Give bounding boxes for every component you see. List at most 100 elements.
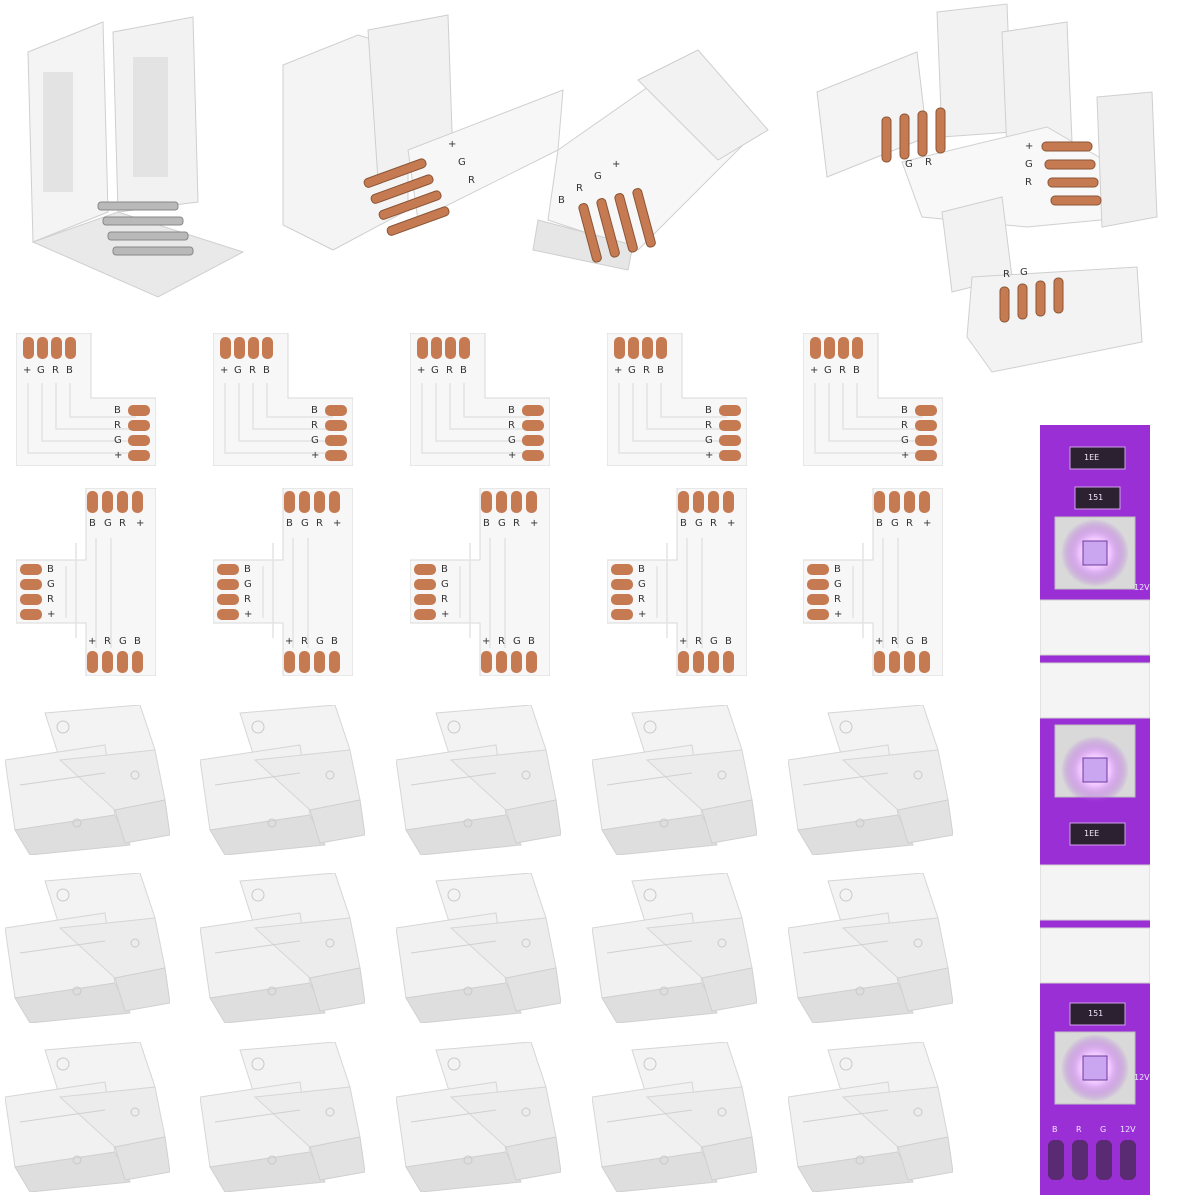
l-pcb-label-b2: B [114, 405, 121, 416]
l-pcb-shape [803, 333, 943, 466]
t-pcb-label-g: G [891, 518, 899, 529]
led-resistor-label-b: 151 [1088, 493, 1104, 502]
l-pcb-label-g2: G [508, 435, 516, 446]
t-pcb-label-r: R [906, 518, 913, 529]
t-pcb-label-plus3: + [482, 636, 491, 647]
l-pcb-label-g: G [37, 365, 45, 376]
l-pcb-label-plus2: + [311, 450, 320, 461]
l-pcb-label-g: G [628, 365, 636, 376]
l-pcb-shape [213, 333, 353, 466]
l-pcb-label-g: G [234, 365, 242, 376]
t-pcb-shape [803, 488, 943, 676]
clip-connector [200, 873, 365, 1023]
t-pcb-label-plus: + [136, 518, 145, 529]
t-pcb-label-r2: R [638, 594, 645, 605]
t-pcb-shape [213, 488, 353, 676]
t-pcb-label-g3: G [906, 636, 914, 647]
t-pcb-label-b: B [876, 518, 883, 529]
t-pcb-label-b2: B [834, 564, 841, 575]
t-pcb-shape [607, 488, 747, 676]
led-pin-b: B [1052, 1125, 1058, 1134]
t-clip-label-g-2: G [1025, 159, 1033, 170]
clip-connector [396, 705, 561, 855]
t-pcb-label-plus3: + [875, 636, 884, 647]
l-pcb-label-plus: + [614, 365, 623, 376]
clip-connector [5, 705, 170, 855]
l-pcb-label-r: R [839, 365, 846, 376]
t-pcb-label-g3: G [316, 636, 324, 647]
t-pcb-label-g2: G [638, 579, 646, 590]
l-pcb-label-r: R [643, 365, 650, 376]
l-pcb-label-r: R [52, 365, 59, 376]
l-pcb-label-r2: R [114, 420, 121, 431]
t-pcb-label-plus: + [727, 518, 736, 529]
l-pcb-label-r2: R [705, 420, 712, 431]
t-pcb-label-g2: G [441, 579, 449, 590]
l-pcb-label-r: R [249, 365, 256, 376]
led-voltage-label: 12V [1134, 583, 1150, 592]
l-pcb-board: + G R B B R G + [213, 333, 353, 466]
led-resistor-label-a: 1EE [1084, 453, 1100, 462]
t-pcb-label-b3: B [331, 636, 338, 647]
l-pcb-label-b: B [66, 365, 73, 376]
clip-connector [592, 705, 757, 855]
l-pcb-label-plus2: + [508, 450, 517, 461]
led-pin-r: R [1076, 1125, 1082, 1134]
t-pcb-label-plus: + [923, 518, 932, 529]
t-clip-label-r-2: R [1025, 177, 1032, 188]
t-pcb-label-g: G [104, 518, 112, 529]
t-pcb-label-b: B [89, 518, 96, 529]
t-pcb-label-plus2: + [47, 609, 56, 620]
t-pcb-label-r2: R [441, 594, 448, 605]
led-voltage-label-2: 12V [1134, 1073, 1150, 1082]
straight-clip-connector [27, 16, 245, 298]
clip-connector [788, 705, 953, 855]
l-pcb-label-b2: B [705, 405, 712, 416]
l-clip-label-g: G [458, 157, 466, 168]
led-strip: 1EE 151 12V 1EE 151 12V B R G 12V [1040, 425, 1150, 1195]
l-clip-label-g-2: G [594, 171, 602, 182]
t-clip-label-r-3: R [1003, 269, 1010, 280]
led-pin-plus: 12V [1120, 1125, 1136, 1134]
t-pcb-label-r3: R [104, 636, 111, 647]
l-pcb-board: + G R B B R G + [803, 333, 943, 466]
l-pcb-label-b: B [460, 365, 467, 376]
led-pin-g: G [1100, 1125, 1107, 1134]
l-pcb-label-plus: + [810, 365, 819, 376]
l-clip-label-r-2: R [576, 183, 583, 194]
t-pcb-label-b2: B [47, 564, 54, 575]
l-pcb-label-plus: + [220, 365, 229, 376]
t-pcb-label-g2: G [834, 579, 842, 590]
clip-connector [788, 1042, 953, 1192]
t-pcb-label-r3: R [695, 636, 702, 647]
t-pcb-label-plus: + [333, 518, 342, 529]
t-pcb-label-plus2: + [834, 609, 843, 620]
t-pcb-board: B G R + B G R + + R G B [410, 488, 550, 676]
t-pcb-board: B G R + B G R + + R G B [803, 488, 943, 676]
t-pcb-label-b: B [680, 518, 687, 529]
l-pcb-label-g2: G [901, 435, 909, 446]
t-pcb-label-plus2: + [638, 609, 647, 620]
t-pcb-label-r2: R [834, 594, 841, 605]
t-pcb-label-g2: G [244, 579, 252, 590]
t-pcb-label-plus3: + [285, 636, 294, 647]
l-pcb-label-b2: B [508, 405, 515, 416]
t-pcb-label-r: R [513, 518, 520, 529]
clip-connector [5, 1042, 170, 1192]
l-pcb-label-g2: G [114, 435, 122, 446]
t-pcb-label-g: G [301, 518, 309, 529]
t-pcb-board: B G R + B G R + + R G B [607, 488, 747, 676]
l-clip-label-r: R [468, 175, 475, 186]
l-pcb-label-plus: + [417, 365, 426, 376]
l-pcb-label-g2: G [311, 435, 319, 446]
t-pcb-label-r3: R [498, 636, 505, 647]
l-pcb-shape [16, 333, 156, 466]
t-pcb-label-r: R [119, 518, 126, 529]
t-pcb-shape [16, 488, 156, 676]
l-pcb-label-r2: R [311, 420, 318, 431]
t-pcb-label-plus2: + [441, 609, 450, 620]
t-pcb-label-plus2: + [244, 609, 253, 620]
t-pcb-label-b2: B [638, 564, 645, 575]
clip-connector [5, 873, 170, 1023]
t-clip-label-g-3: G [1020, 267, 1028, 278]
